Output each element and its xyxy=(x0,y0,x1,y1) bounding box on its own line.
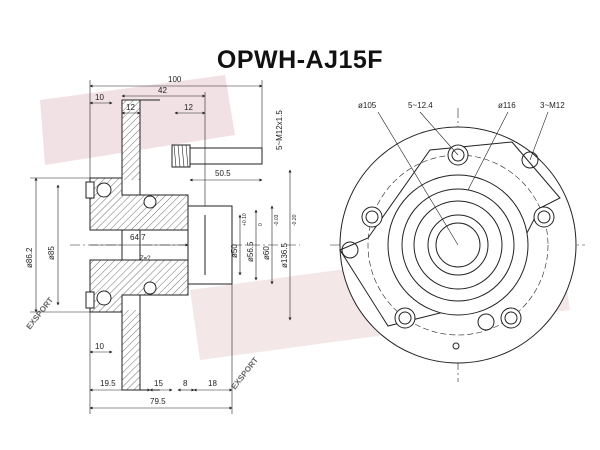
dim-flange-b: 12 xyxy=(184,103,193,112)
dim-stud-length: 50.5 xyxy=(215,169,231,178)
dim-bottom-a: 19.5 xyxy=(100,379,116,388)
wheel-stud xyxy=(171,144,263,168)
dim-span: 42 xyxy=(158,86,167,95)
tol-zero: 0 xyxy=(258,223,264,226)
label-holes-a: 5~12.4 xyxy=(408,101,433,110)
dim-right-dia-2: ø56.5 xyxy=(246,241,255,262)
dim-bottom-total: 79.5 xyxy=(150,397,166,406)
watermark-text-right: EXSPORT xyxy=(229,355,260,391)
dim-top-left: 10 xyxy=(95,93,104,102)
dim-total-length: 100 xyxy=(168,75,182,84)
inner-label: Z=? xyxy=(140,256,151,262)
dim-bore-depth: 64.7 xyxy=(130,233,146,242)
dim-right-dia-4: ø136.5 xyxy=(280,243,289,268)
dim-bottom-c: 8 xyxy=(183,379,188,388)
dim-right-dia-3: ø60 xyxy=(262,246,271,260)
front-view xyxy=(330,108,585,382)
front-view-leaders xyxy=(377,111,549,246)
tol-upper: +0.10 xyxy=(242,213,248,226)
dim-right-dia-1: ø50 xyxy=(230,244,239,258)
side-view-dimensions xyxy=(30,80,292,414)
watermark-text-left: EXSPORT xyxy=(24,295,55,331)
dim-left-dia-b: ø85 xyxy=(47,246,56,260)
dim-bottom-b: 15 xyxy=(154,379,163,388)
label-pcd-outer: ø116 xyxy=(498,101,516,110)
tol-lower-a: -0.03 xyxy=(274,214,280,226)
dim-left-dia-a: ø86.2 xyxy=(25,247,34,268)
label-holes-b: 3~M12 xyxy=(540,101,565,110)
front-view-labels: ø105 5~12.4 ø116 3~M12 xyxy=(358,101,565,110)
thread-spec: 5~M12x1.5 xyxy=(275,110,284,150)
part-number-title: OPWH-AJ15F xyxy=(216,46,384,74)
tol-lower-b: -0.20 xyxy=(292,214,298,226)
label-pcd-inner: ø105 xyxy=(358,101,377,110)
side-view-labels: 100 10 42 12 12 5~M12x1.5 50.5 64.7 Z=? … xyxy=(25,75,298,406)
dim-bottom-left: 10 xyxy=(95,342,104,351)
dim-flange-a: 12 xyxy=(126,103,135,112)
dim-bottom-d: 18 xyxy=(208,379,217,388)
